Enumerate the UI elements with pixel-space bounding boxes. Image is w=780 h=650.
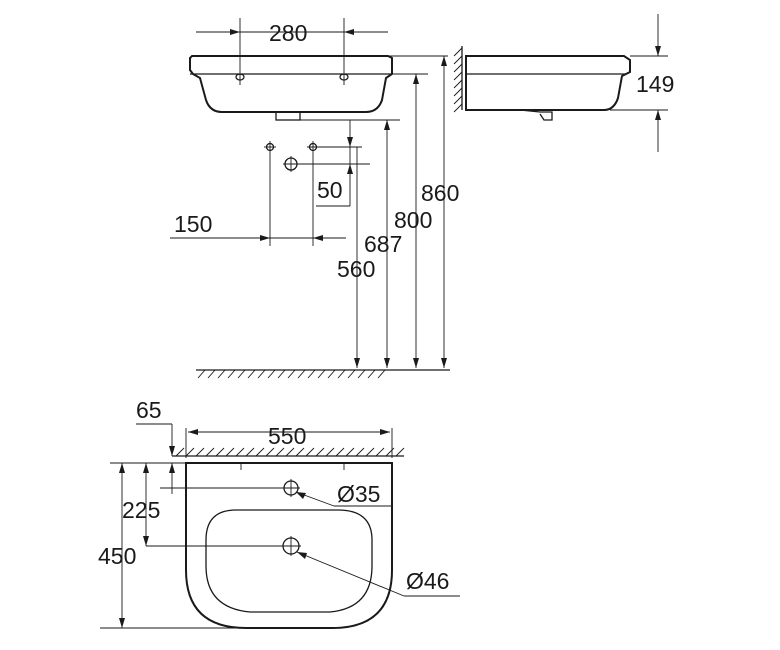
plan-view: 550 65 225 450 Ø35 Ø46: [98, 397, 460, 629]
dim-tap-hole-distance: 225: [122, 497, 160, 523]
dim-supply-spacing: 150: [174, 211, 212, 237]
basin-bowl-outline: [205, 509, 373, 613]
dim-wall-gap: 65: [136, 397, 162, 423]
dim-projection: 450: [98, 543, 136, 569]
basin-front-outline: [189, 55, 393, 113]
dim-supply-height: 560: [337, 256, 375, 282]
dim-supply-offset: 50: [317, 177, 343, 203]
side-waste-outlet: [519, 109, 553, 121]
plan-wall-hatch: [175, 447, 405, 457]
dim-waste-height: 687: [364, 231, 402, 257]
dim-waste-diameter: Ø46: [406, 568, 449, 594]
wall-hatch: [453, 47, 463, 113]
basin-plan-outline: [185, 462, 393, 629]
dim-rim-height: 860: [421, 180, 459, 206]
waste-outlet: [275, 111, 301, 121]
dim-tap-hole-spacing: 280: [269, 20, 307, 46]
front-elevation-view: 280 150 50 560: [170, 18, 459, 379]
side-elevation-view: 149: [453, 14, 674, 152]
dim-basin-depth: 149: [636, 71, 674, 97]
basin-side-outline: [465, 55, 631, 111]
dim-basin-bottom-height: 800: [394, 207, 432, 233]
dim-tap-hole-diameter: Ø35: [337, 481, 380, 507]
dim-width: 550: [268, 423, 306, 449]
floor-hatch: [197, 369, 386, 379]
